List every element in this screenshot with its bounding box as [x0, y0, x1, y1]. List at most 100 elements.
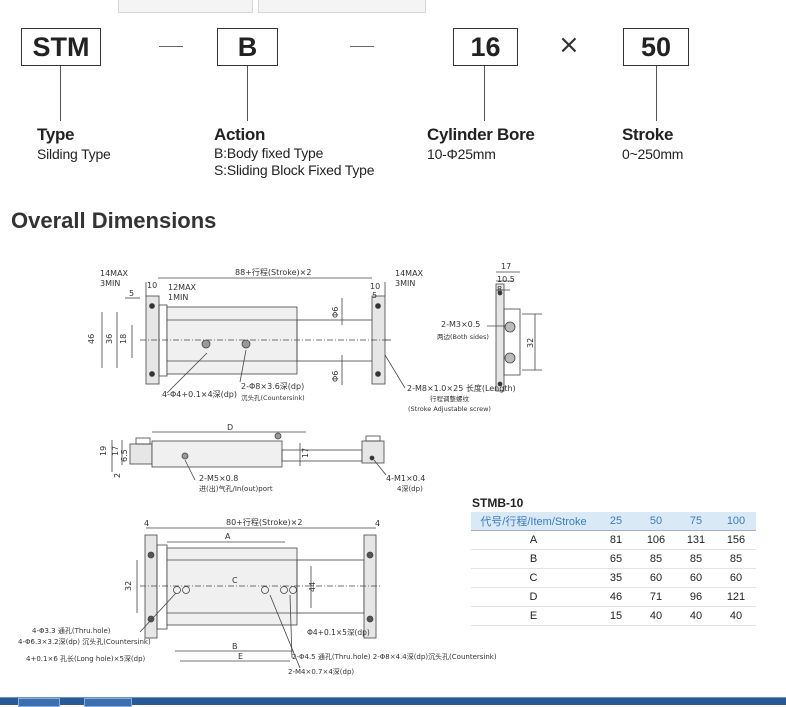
label-3min-right: 3MIN: [395, 279, 415, 288]
label-12max: 12MAX: [168, 283, 197, 292]
separator-dash: [159, 46, 183, 47]
note-mid-m5: 2-M5×0.8: [199, 474, 238, 483]
label-side-32: 32: [526, 338, 535, 348]
label-mid-6-5: 6.5: [120, 449, 129, 462]
table-cell: 40: [636, 606, 676, 626]
note-phi4: 4-Φ4+0.1×4深(dp): [162, 390, 237, 399]
leader-line: [60, 66, 61, 121]
label-side-17: 17: [501, 262, 511, 271]
label-bot-32: 32: [124, 581, 133, 591]
note-phi8-sub: 沉头孔(Countersink): [241, 393, 305, 402]
label-side-10-5: 10.5: [497, 275, 515, 284]
label-5: 5: [129, 289, 134, 298]
table-header-75: 75: [676, 512, 716, 531]
label-5b: 5: [372, 291, 377, 300]
label-bot-C: C: [232, 576, 238, 585]
table-cell: 106: [636, 530, 676, 550]
table-cell: 40: [676, 606, 716, 626]
label-mid-D: D: [227, 423, 233, 432]
label-bot-44: 44: [308, 582, 317, 592]
label-14max-left: 14MAX: [100, 269, 129, 278]
table-cell: 131: [676, 530, 716, 550]
label-mid-17b: 17: [301, 448, 310, 458]
note-mid-m5-sub: 进(出)气孔/In(out)port: [199, 484, 273, 493]
table-cell: 71: [636, 587, 676, 607]
section-heading: Overall Dimensions: [11, 208, 217, 233]
note-bot-1: 4-Φ3.3 通孔(Thru.hole): [32, 626, 111, 635]
browser-tab[interactable]: [118, 0, 253, 13]
note-m8: 2-M8×1.0×25 长度(Length): [407, 383, 516, 393]
note-side-m3-sub: 两边(Both sides): [437, 333, 489, 341]
start-button[interactable]: [18, 698, 60, 707]
table-header-50: 50: [636, 512, 676, 531]
leader-line: [656, 66, 657, 121]
table-cell: B: [471, 549, 596, 569]
label-10a: 10: [147, 281, 157, 290]
legend-bore-title: Cylinder Bore: [427, 125, 535, 144]
table-cell: 15: [596, 606, 636, 626]
browser-tab[interactable]: [258, 0, 426, 13]
table-cell: D: [471, 587, 596, 607]
table-header-100: 100: [716, 512, 756, 531]
table-cell: 60: [676, 568, 716, 588]
note-mid-m1-sub: 4深(dp): [397, 484, 423, 493]
label-bot-A: A: [225, 532, 231, 541]
table-row: C 35 60 60 60: [471, 568, 756, 588]
table-header-item: 代号/行程/Item/Stroke: [471, 512, 596, 531]
label-phi6b: Φ6: [331, 371, 340, 382]
table-row: D 46 71 96 121: [471, 587, 756, 607]
table-cell: C: [471, 568, 596, 588]
legend-type-desc: Silding Type: [37, 146, 111, 162]
label-bot-4b: 4: [375, 519, 380, 528]
table-cell: 85: [636, 549, 676, 569]
leader-line: [484, 66, 485, 121]
table-cell: 35: [596, 568, 636, 588]
note-phi8: 2-Φ8×3.6深(dp): [241, 382, 304, 391]
label-3min-left: 3MIN: [100, 279, 120, 288]
label-bot-B: B: [232, 642, 238, 651]
note-bot-4: Φ4+0.1×5深(dp): [307, 628, 370, 637]
table-row: B 65 85 85 85: [471, 549, 756, 569]
label-mid-2: 2: [113, 473, 122, 478]
table-cell: A: [471, 530, 596, 550]
label-46: 46: [87, 334, 96, 344]
note-mid-m1: 4-M1×0.4: [386, 474, 425, 483]
legend-stroke-title: Stroke: [622, 125, 674, 144]
label-bot-4a: 4: [144, 519, 149, 528]
leader-line: [247, 66, 248, 121]
label-side-8: 8: [497, 285, 502, 294]
table-header-row: 代号/行程/Item/Stroke 25 50 75 100: [471, 512, 756, 531]
legend-type-title: Type: [37, 125, 75, 144]
code-box-stroke: 50: [623, 28, 689, 66]
table-title: STMB-10: [472, 496, 524, 510]
table-row: E 15 40 40 40: [471, 606, 756, 626]
table-row: A 81 106 131 156: [471, 530, 756, 550]
table-cell: 121: [716, 587, 756, 607]
table-cell: E: [471, 606, 596, 626]
note-bot-5: 2-Φ4.5 通孔(Thru.hole) 2-Φ8×4.4深(dp)沉头孔(Co…: [292, 652, 497, 661]
separator-dash: [350, 46, 374, 47]
table-cell: 96: [676, 587, 716, 607]
label-mid-19: 19: [99, 446, 108, 456]
table-cell: 40: [716, 606, 756, 626]
label-1min: 1MIN: [168, 293, 188, 302]
label-bot-E: E: [238, 652, 243, 661]
taskbar-app-button[interactable]: [84, 698, 132, 707]
table-cell: 81: [596, 530, 636, 550]
label-18: 18: [119, 334, 128, 344]
table-cell: 156: [716, 530, 756, 550]
legend-action-desc-b: B:Body fixed Type: [214, 145, 324, 161]
legend-bore-desc: 10-Φ25mm: [427, 146, 496, 162]
label-36: 36: [105, 334, 114, 344]
label-mid-17: 17: [111, 446, 120, 456]
label-phi6a: Φ6: [331, 307, 340, 318]
legend-action-title: Action: [214, 125, 266, 144]
code-box-action: B: [217, 28, 278, 66]
browser-tab-strip: [0, 0, 786, 13]
dimension-table: 代号/行程/Item/Stroke 25 50 75 100 A 81 106 …: [471, 512, 756, 626]
table-cell: 46: [596, 587, 636, 607]
table-cell: 65: [596, 549, 636, 569]
separator-times: ×: [558, 30, 580, 60]
table-cell: 60: [636, 568, 676, 588]
